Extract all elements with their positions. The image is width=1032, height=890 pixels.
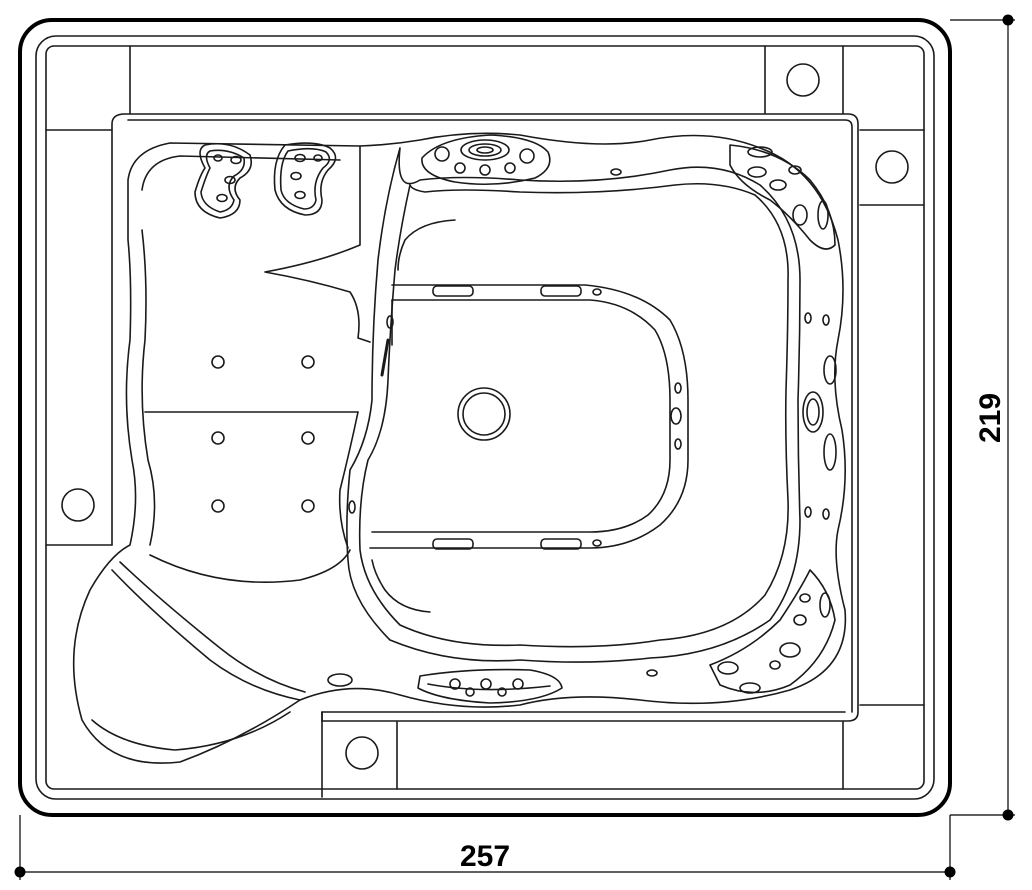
headrest-pillow-right bbox=[273, 142, 337, 216]
bottom-small-jet bbox=[646, 669, 658, 677]
corner-circle-top-right bbox=[786, 63, 820, 97]
side-jet-left-2 bbox=[348, 500, 356, 514]
footwell-side-slot bbox=[380, 338, 390, 377]
corner-circle-bottom bbox=[345, 736, 379, 770]
top-jet-console bbox=[421, 134, 551, 186]
height-dimension bbox=[950, 14, 1015, 821]
width-dimension-label: 257 bbox=[460, 840, 510, 873]
corner-seat-bottom-right bbox=[709, 569, 836, 694]
headrest-pillow-left bbox=[194, 142, 253, 219]
corner-seat-top-right bbox=[729, 144, 836, 250]
tub-outer-shell bbox=[18, 18, 952, 817]
top-small-jet bbox=[610, 168, 622, 176]
bottom-left-jet bbox=[327, 673, 353, 687]
lounger-curve bbox=[149, 549, 351, 584]
side-jet-left-1 bbox=[386, 315, 394, 329]
height-dimension-label: 219 bbox=[974, 393, 1007, 443]
acrylic-frame-inner bbox=[127, 119, 853, 713]
tub-outline-outer bbox=[72, 132, 847, 764]
right-side-jets bbox=[802, 312, 837, 520]
lounger-seat bbox=[91, 561, 306, 751]
step-jets bbox=[432, 285, 682, 550]
corner-circle-right bbox=[875, 150, 909, 184]
footwell-inner bbox=[358, 182, 789, 648]
footwell-step bbox=[369, 284, 689, 549]
deck-panels bbox=[45, 45, 925, 798]
drain-icon bbox=[457, 387, 511, 441]
corner-circle-left bbox=[61, 488, 95, 522]
tub-deck-edge bbox=[45, 45, 925, 790]
corner-fittings bbox=[61, 63, 909, 770]
footwell-curve-top bbox=[397, 219, 456, 271]
tub-outline-inner bbox=[141, 155, 341, 546]
seat-jets bbox=[211, 355, 315, 513]
width-dimension bbox=[14, 815, 956, 880]
footwell-curve-bottom bbox=[371, 559, 431, 613]
bottom-jet-console bbox=[417, 668, 563, 704]
footwell-outer bbox=[346, 147, 801, 663]
left-seat-lines bbox=[144, 145, 371, 549]
acrylic-frame-outer bbox=[111, 113, 859, 722]
tub-inner-rim bbox=[35, 35, 935, 800]
